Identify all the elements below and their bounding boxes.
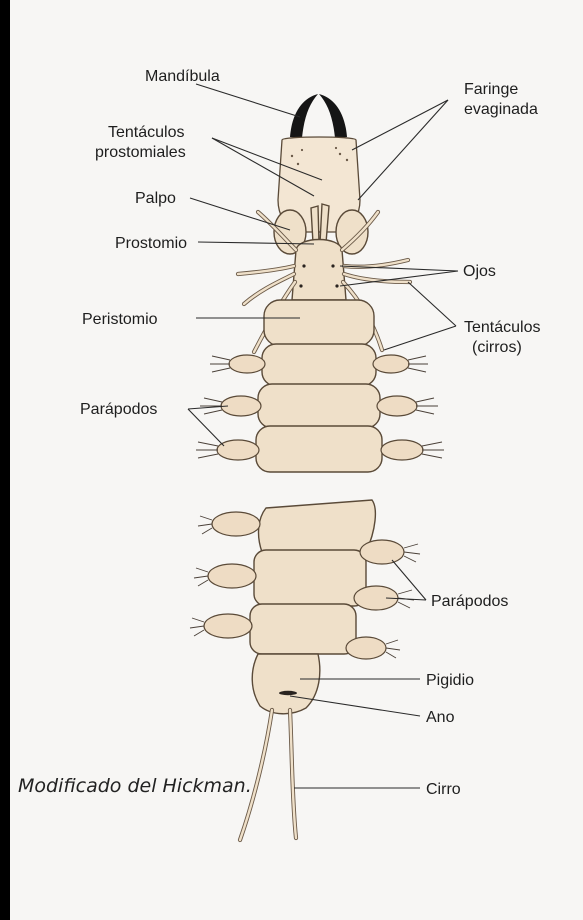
posterior-segment-2: [254, 550, 366, 606]
prostomium: [292, 240, 346, 301]
peristomium: [264, 300, 374, 346]
segment-1: [262, 344, 376, 386]
label-prostomio: Prostomio: [115, 235, 187, 252]
label-ojos: Ojos: [463, 263, 496, 280]
figure-caption: Modificado del Hickman.: [18, 775, 252, 797]
label-tentaculos-cirros-2: (cirros): [472, 339, 522, 356]
label-mandibula: Mandíbula: [145, 68, 220, 85]
anus: [279, 691, 297, 695]
label-faringe-2: evaginada: [464, 101, 538, 118]
label-tentaculos-prost-2: prostomiales: [95, 144, 186, 161]
label-cirro: Cirro: [426, 781, 461, 798]
label-tentaculos-cirros-1: Tentáculos: [464, 319, 541, 336]
label-pigidio: Pigidio: [426, 672, 474, 689]
posterior-segment-1: [259, 500, 376, 552]
label-ano: Ano: [426, 709, 455, 726]
pygidium: [252, 654, 320, 714]
anterior-body: [196, 94, 444, 472]
segment-3: [256, 426, 382, 472]
prostomial-tentacle-left: [311, 206, 319, 243]
mandible-left: [290, 94, 318, 138]
label-parapodos-lower: Parápodos: [431, 593, 508, 610]
segment-2: [258, 384, 380, 428]
label-tentaculos-prost-1: Tentáculos: [108, 124, 185, 141]
label-faringe-1: Faringe: [464, 81, 518, 98]
mandible-right: [319, 94, 347, 138]
label-parapodos-upper: Parápodos: [80, 401, 157, 418]
label-palpo: Palpo: [135, 190, 176, 207]
label-peristomio: Peristomio: [82, 311, 158, 328]
posterior-segment-3: [250, 604, 356, 654]
prostomial-tentacle-right: [320, 204, 329, 243]
